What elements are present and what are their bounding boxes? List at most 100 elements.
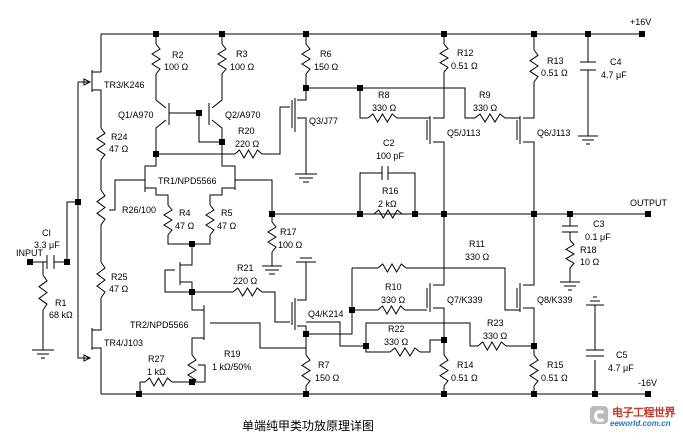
- r1-value: 68 kΩ: [49, 310, 73, 320]
- r21-resistor: [232, 287, 263, 297]
- r27-value: 1 kΩ: [147, 367, 166, 377]
- r25-name: R25: [111, 272, 128, 282]
- r18-name: R18: [580, 245, 597, 255]
- r5-resistor: [205, 204, 215, 236]
- r5-name: R5: [221, 208, 233, 218]
- q3-ground-icon: [295, 173, 317, 183]
- r19-value: 1 kΩ/50%: [212, 362, 251, 372]
- r24-name: R24: [111, 132, 128, 142]
- r13-resistor: [529, 49, 539, 83]
- r22-value: 330 Ω: [384, 337, 409, 347]
- r15-value: 0.51 Ω: [541, 373, 568, 383]
- c1-value: 3.3 μF: [34, 240, 60, 250]
- r27-resistor: [144, 376, 173, 388]
- r1-name: R1: [55, 298, 67, 308]
- r17-resistor: [267, 221, 277, 253]
- r4-name: R4: [179, 208, 191, 218]
- output-label: OUTPUT: [630, 198, 668, 208]
- tr3-label: TR3/K246: [104, 80, 145, 90]
- r7-value: 150 Ω: [315, 373, 340, 383]
- r12-resistor: [439, 43, 449, 73]
- r20-name: R20: [238, 126, 255, 136]
- r10-value: 330 Ω: [381, 295, 406, 305]
- r26-potentiometer: [96, 189, 106, 226]
- r19-name: R19: [224, 349, 241, 359]
- logo-cn-text: 电子工程世界: [612, 406, 676, 419]
- q6-label: Q6/J113: [537, 128, 570, 138]
- r3-resistor: [217, 43, 227, 75]
- tr4-gate-arrow: [83, 354, 92, 362]
- r11-resistor: [377, 263, 407, 273]
- q1-label: Q1/A970: [118, 110, 154, 120]
- q3-wires: [291, 34, 520, 174]
- r27-name: R27: [148, 354, 165, 364]
- c4-capacitor: [578, 34, 598, 145]
- c5-capacitor: [586, 296, 604, 394]
- junction-dots: [27, 31, 651, 397]
- r4-resistor: [163, 204, 173, 236]
- c3-value: 0.1 μF: [585, 232, 611, 242]
- c2-name: C2: [383, 138, 395, 148]
- r16-resistor: [373, 209, 403, 219]
- r8-value: 330 Ω: [372, 103, 397, 113]
- r1-resistor: [38, 274, 48, 311]
- q8-wires: [516, 214, 535, 394]
- jfet-wires: [164, 258, 306, 355]
- q4-label: Q4/K214: [308, 309, 344, 319]
- r1-ground-icon: [32, 340, 54, 359]
- r2-value: 100 Ω: [164, 62, 189, 72]
- r24-resistor: [96, 127, 106, 161]
- r14-name: R14: [457, 360, 474, 370]
- r6-name: R6: [320, 49, 332, 59]
- logo-mark-icon: [590, 406, 608, 424]
- r7-resistor: [301, 354, 311, 387]
- negative-rail-label: -16V: [638, 378, 657, 388]
- input-label: INPUT: [16, 248, 44, 258]
- r20-value: 220 Ω: [235, 139, 260, 149]
- r10-resistor: [377, 304, 406, 316]
- q8-label: Q8/K339: [537, 295, 573, 305]
- r3-name: R3: [236, 49, 248, 59]
- tr1-label: TR1/NPD5566: [158, 176, 217, 186]
- q7-label: Q7/K339: [447, 295, 483, 305]
- r13-value: 0.51 Ω: [541, 68, 568, 78]
- r14-value: 0.51 Ω: [451, 373, 478, 383]
- r17-name: R17: [280, 227, 297, 237]
- r14-resistor: [439, 354, 449, 387]
- r11-name: R11: [469, 239, 485, 249]
- r3-value: 100 Ω: [230, 62, 255, 72]
- q2-label: Q2/A970: [225, 110, 261, 120]
- r2-resistor: [151, 43, 161, 75]
- q5-label: Q5/J113: [447, 128, 480, 138]
- r7-name: R7: [318, 360, 330, 370]
- q7-wires: [306, 214, 534, 394]
- q5-wires: [426, 34, 445, 214]
- r17-value: 100 Ω: [278, 240, 303, 250]
- logo-en-text: eeworld.com.cn: [610, 419, 671, 428]
- c1-capacitor: [46, 255, 55, 269]
- q3-label: Q3/J77: [309, 116, 338, 126]
- c5-name: C5: [616, 350, 628, 360]
- eeworld-logo: 电子工程世界 eeworld.com.cn: [588, 404, 680, 438]
- r5-value: 47 Ω: [217, 221, 237, 231]
- c3-r18-wires: [560, 214, 580, 291]
- r19-potentiometer: [187, 354, 197, 386]
- tr1-wires: [140, 154, 273, 258]
- r2-name: R2: [172, 50, 184, 60]
- positive-rail-label: +16V: [630, 17, 651, 27]
- r16-name: R16: [382, 186, 399, 196]
- r6-resistor: [301, 43, 311, 75]
- r18-value: 10 Ω: [580, 257, 600, 267]
- r25-resistor: [96, 261, 106, 299]
- q4-wires: [291, 257, 316, 394]
- r9-resistor: [474, 113, 506, 123]
- r21-value: 220 Ω: [233, 276, 258, 286]
- r24-value: 47 Ω: [109, 144, 129, 154]
- r9-value: 330 Ω: [473, 103, 498, 113]
- c3-name: C3: [593, 219, 605, 229]
- r23-name: R23: [487, 318, 504, 328]
- tr4-label: TR4/J103: [104, 338, 143, 348]
- r15-resistor: [529, 354, 539, 387]
- tr3-gate-arrow: [83, 78, 92, 86]
